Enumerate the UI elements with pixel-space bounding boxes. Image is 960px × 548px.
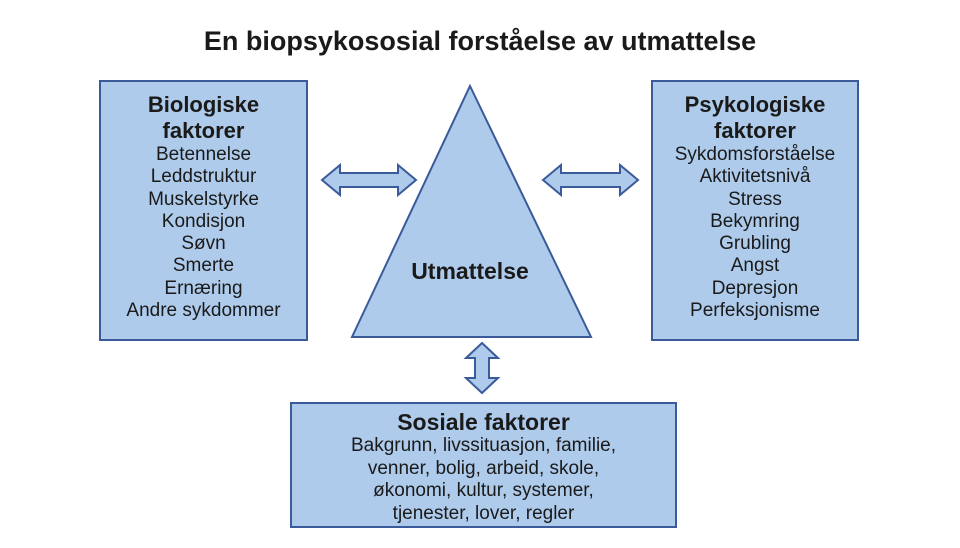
list-item: Leddstruktur	[150, 166, 257, 188]
vertical-double-arrow-icon	[463, 341, 501, 395]
list-item: Perfeksjonisme	[690, 300, 820, 322]
text-line: venner, bolig, arbeid, skole,	[367, 457, 600, 479]
utmattelse-triangle	[350, 83, 593, 338]
list-item: Angst	[730, 255, 780, 277]
list-item: Depresjon	[711, 277, 799, 299]
text-line: Bakgrunn, livssituasjon, familie,	[350, 435, 617, 456]
list-item: Aktivitetsnivå	[699, 166, 811, 188]
list-item: Betennelse	[155, 144, 252, 165]
left-double-arrow-icon	[320, 162, 418, 198]
list-item: Grubling	[719, 233, 791, 255]
center-label: Utmattelse	[411, 258, 529, 284]
list-item: Søvn	[181, 233, 226, 255]
social-factors-box: Sosiale faktorer Bakgrunn, livssituasjon…	[290, 402, 677, 528]
diagram-title: En biopsykososial forståelse av utmattel…	[203, 26, 757, 56]
list-item: Andre sykdommer	[126, 300, 281, 322]
text-line: tjenester, lover, regler	[392, 502, 575, 524]
list-item: Sykdomsforståelse	[674, 144, 836, 165]
right-double-arrow-icon	[541, 162, 640, 198]
text-line: økonomi, kultur, systemer,	[373, 480, 594, 501]
social-heading: Sosiale faktorer	[397, 409, 570, 435]
list-item: Smerte	[172, 255, 235, 277]
list-item: Bekymring	[710, 210, 800, 232]
list-item: Kondisjon	[161, 210, 246, 232]
list-item: Muskelstyrke	[148, 188, 259, 210]
list-item: Ernæring	[164, 277, 243, 299]
list-item: Stress	[728, 188, 782, 210]
